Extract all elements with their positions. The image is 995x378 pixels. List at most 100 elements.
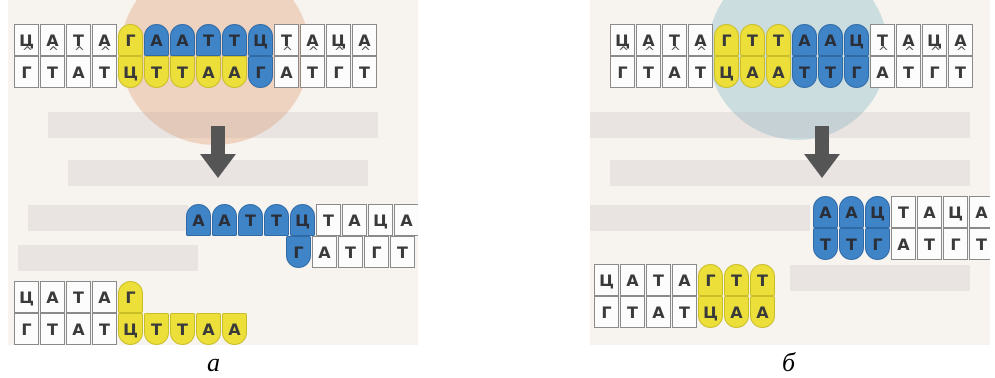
nucleotide: Т (766, 24, 791, 56)
nucleotide: А (212, 204, 237, 236)
nucleotide: Г (14, 313, 39, 345)
nucleotide: Т (196, 24, 221, 56)
nucleotide: А (144, 24, 169, 56)
nucleotide: А (891, 228, 916, 260)
nucleotide: Т (300, 56, 325, 88)
nucleotide: Т (688, 56, 713, 88)
nucleotide: Г (286, 236, 311, 268)
nucleotide: Т (896, 56, 921, 88)
nucleotide: Г (698, 264, 723, 296)
nucleotide: Ц (594, 264, 619, 296)
nucleotide: А (839, 196, 864, 228)
nucleotide: Т (66, 281, 91, 313)
nucleotide: Т (969, 228, 990, 260)
nucleotide: Т (813, 228, 838, 260)
nucleotide: Ц (943, 196, 968, 228)
nucleotide: Т (672, 296, 697, 328)
nucleotide: Ц (248, 24, 273, 56)
nucleotide: Т (646, 264, 671, 296)
nucleotide: А (196, 56, 221, 88)
nucleotide: Т (338, 236, 363, 268)
down-arrow-icon (200, 126, 236, 178)
nucleotide: Ц (714, 56, 739, 88)
nucleotide: А (662, 56, 687, 88)
nucleotide: Т (170, 56, 195, 88)
nucleotide: Ц (118, 313, 143, 345)
nucleotide: А (170, 24, 195, 56)
nucleotide: А (740, 56, 765, 88)
nucleotide: Г (118, 24, 143, 56)
fragment-left-top: ЦАТАГТТ (594, 264, 776, 296)
nucleotide: А (312, 236, 337, 268)
nucleotide: А (792, 24, 817, 56)
nucleotide: Ц (290, 204, 315, 236)
nucleotide: Ц (844, 24, 869, 56)
nucleotide: Т (264, 204, 289, 236)
nucleotide: А (766, 56, 791, 88)
nucleotide: А (274, 56, 299, 88)
nucleotide: Т (636, 56, 661, 88)
nucleotide: Г (364, 236, 389, 268)
nucleotide: Ц (865, 196, 890, 228)
nucleotide: Г (326, 56, 351, 88)
nucleotide: Ц (698, 296, 723, 328)
nucleotide: А (222, 56, 247, 88)
nucleotide: Ц (14, 281, 39, 313)
nucleotide: Т (352, 56, 377, 88)
nucleotide: Г (118, 281, 143, 313)
panel-a: ЦАТАГААТТЦТАЦА^^^^^^^^ ГТАТЦТТААГАТГТ АА… (8, 0, 418, 345)
nucleotide: Т (144, 313, 169, 345)
nucleotide: Т (222, 24, 247, 56)
nucleotide: А (66, 313, 91, 345)
nucleotide: А (342, 204, 367, 236)
nucleotide: А (917, 196, 942, 228)
nucleotide: Т (891, 196, 916, 228)
nucleotide: Г (594, 296, 619, 328)
nucleotide: А (724, 296, 749, 328)
fragment-left-bottom: ГТАТЦТТАА (14, 313, 248, 345)
caption-b: б (782, 348, 795, 378)
nucleotide: Т (724, 264, 749, 296)
nucleotide: А (818, 24, 843, 56)
dna-strand-bottom: ГТАТЦТТААГАТГТ (14, 56, 378, 88)
nucleotide: Ц (118, 56, 143, 88)
nucleotide: Г (922, 56, 947, 88)
nucleotide: Г (610, 56, 635, 88)
nucleotide: Т (92, 313, 117, 345)
nucleotide: А (750, 296, 775, 328)
nucleotide: Т (40, 56, 65, 88)
nucleotide: А (92, 281, 117, 313)
nucleotide: Г (943, 228, 968, 260)
nucleotide: Г (714, 24, 739, 56)
nucleotide: Т (917, 228, 942, 260)
nucleotide: Г (865, 228, 890, 260)
nucleotide: А (66, 56, 91, 88)
nucleotide: А (196, 313, 221, 345)
nucleotide: Т (390, 236, 415, 268)
nucleotide: Т (92, 56, 117, 88)
nucleotide: А (969, 196, 990, 228)
nucleotide: Т (818, 56, 843, 88)
nucleotide: А (870, 56, 895, 88)
nucleotide: А (672, 264, 697, 296)
nucleotide: А (394, 204, 418, 236)
nucleotide: А (646, 296, 671, 328)
nucleotide: Т (740, 24, 765, 56)
nucleotide: Т (40, 313, 65, 345)
nucleotide: Т (839, 228, 864, 260)
nucleotide: Т (750, 264, 775, 296)
nucleotide: А (186, 204, 211, 236)
nucleotide: Т (948, 56, 973, 88)
nucleotide: Г (14, 56, 39, 88)
nucleotide: А (222, 313, 247, 345)
nucleotide: Т (170, 313, 195, 345)
